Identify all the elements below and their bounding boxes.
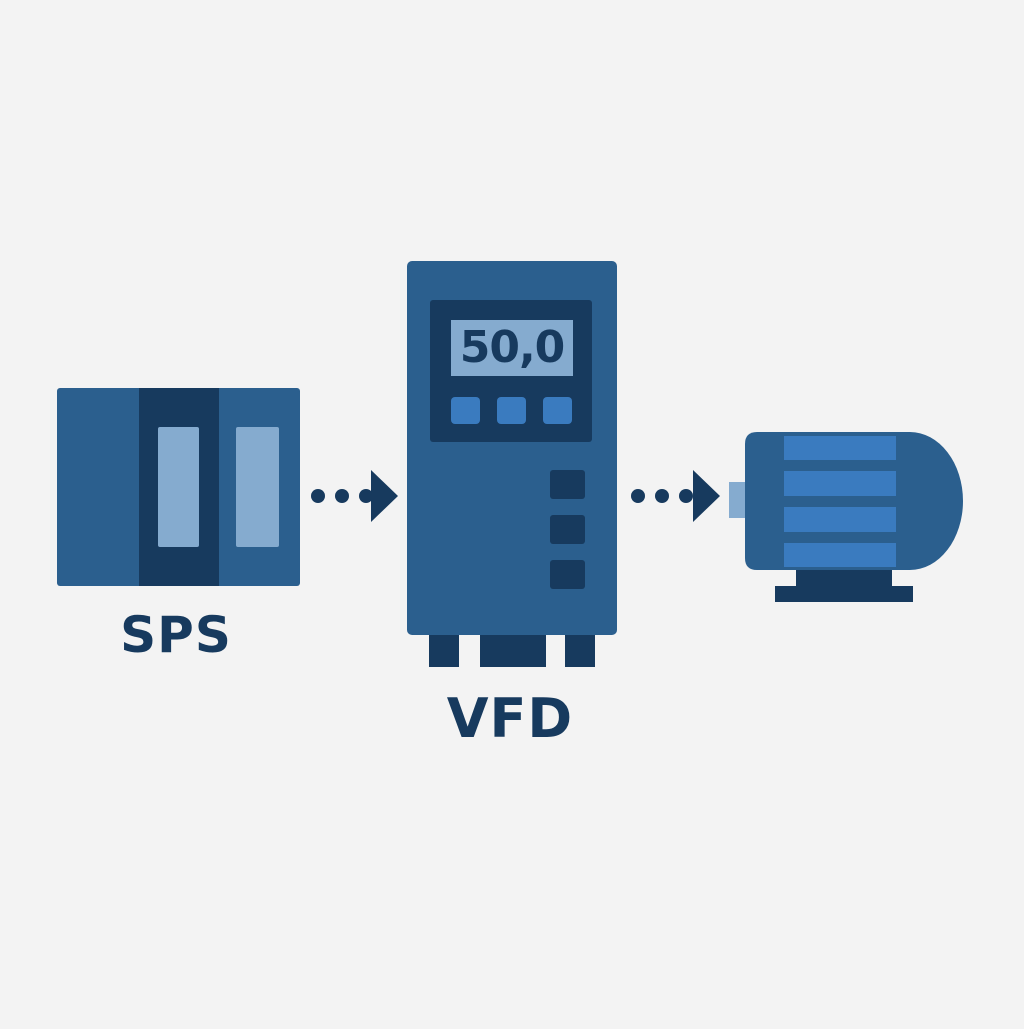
frequency-drive-icon bbox=[407, 261, 617, 667]
vfd-keypad-button bbox=[451, 397, 480, 424]
vfd-side-button bbox=[550, 515, 585, 544]
vfd-display-value: 50,0 bbox=[459, 322, 566, 373]
arrow-vfd-to-motor bbox=[631, 470, 720, 522]
sps-label: SPS bbox=[120, 606, 232, 664]
vfd-display-screen bbox=[451, 320, 573, 376]
plc-module-icon bbox=[57, 388, 300, 586]
vfd-side-button bbox=[550, 470, 585, 499]
electric-motor-icon bbox=[729, 432, 963, 602]
vfd-keypad-button bbox=[543, 397, 572, 424]
vfd-keypad-button bbox=[497, 397, 526, 424]
arrow-sps-to-vfd bbox=[311, 470, 398, 522]
vfd-side-button bbox=[550, 560, 585, 589]
vfd-label: VFD bbox=[446, 687, 574, 750]
